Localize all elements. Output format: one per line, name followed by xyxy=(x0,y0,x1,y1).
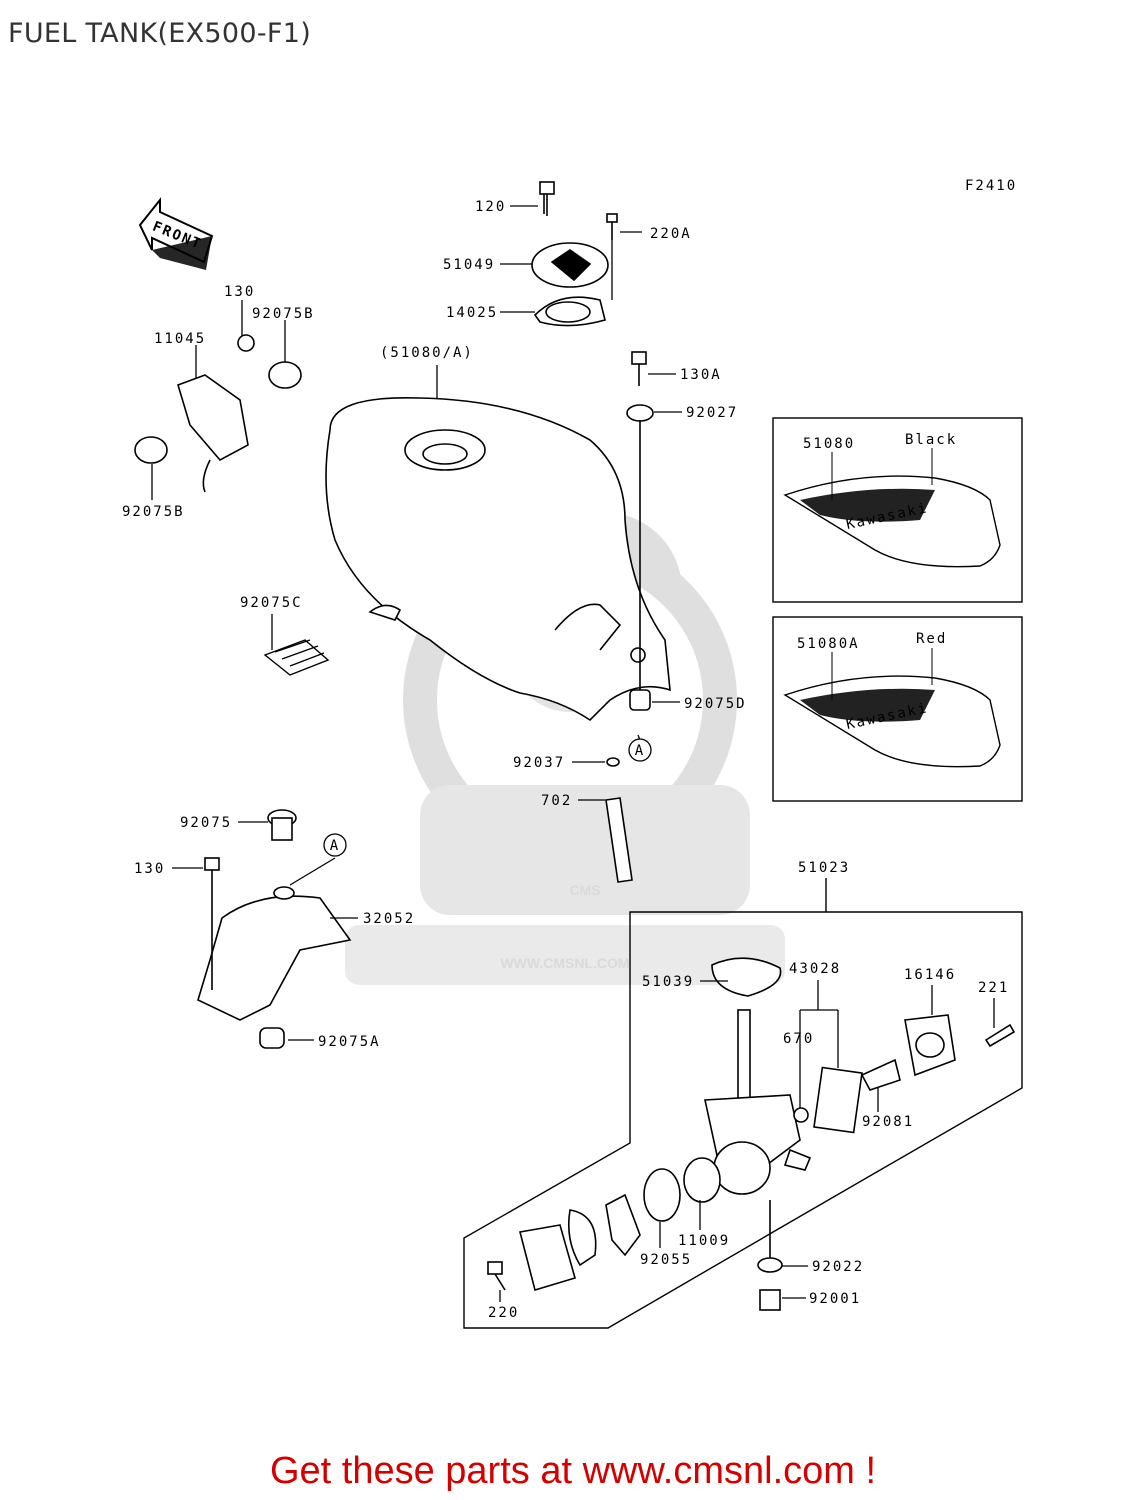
part-label: 670 xyxy=(783,1031,814,1047)
tank-label: (51080/A) xyxy=(380,345,474,361)
inset-black-color: Black xyxy=(905,432,957,448)
part-label: 43028 xyxy=(789,961,841,977)
fuel-petcock xyxy=(487,957,1016,1311)
leader-lines xyxy=(151,205,995,1302)
left-bracket xyxy=(134,334,302,493)
part-label: 92001 xyxy=(809,1291,861,1307)
callout-a-label: A xyxy=(330,838,340,854)
part-label: 130A xyxy=(680,367,722,383)
part-label: 702 xyxy=(541,793,572,809)
part-label: 51039 xyxy=(642,974,694,990)
part-label: 32052 xyxy=(363,911,415,927)
part-label: 130 xyxy=(224,284,255,300)
part-label: 92075B xyxy=(252,306,315,322)
part-label: 92075 xyxy=(180,815,232,831)
page-title: FUEL TANK(EX500-F1) xyxy=(8,18,312,49)
part-label: 130 xyxy=(134,861,165,877)
inset-black-part: 51080 xyxy=(803,436,855,452)
part-label: 11045 xyxy=(154,331,206,347)
part-label: 92037 xyxy=(513,755,565,771)
footer-link[interactable]: Get these parts at www.cmsnl.com ! xyxy=(269,1450,877,1492)
inset-black: Kawasaki 51080 Black xyxy=(772,417,1023,603)
part-label: 92055 xyxy=(640,1252,692,1268)
inset-red: Kawasaki 51080A Red xyxy=(772,616,1023,802)
fuel-tank xyxy=(325,396,671,722)
part-label: 92075B xyxy=(122,504,185,520)
part-label: 220 xyxy=(488,1305,519,1321)
inset-red-color: Red xyxy=(916,631,947,647)
watermark-url: WWW.CMSNL.COM xyxy=(500,955,629,971)
front-arrow-icon: FRONT xyxy=(138,197,214,270)
part-label: 92075C xyxy=(240,595,303,611)
callout-a-tank: A xyxy=(628,738,652,762)
callout-a-bracket: A xyxy=(323,833,347,857)
parts-diagram: CMS WWW.CMSNL.COM F2410 FRONT xyxy=(122,178,1023,1329)
part-label: 92081 xyxy=(862,1114,914,1130)
part-label: 14025 xyxy=(446,305,498,321)
rubber-strip xyxy=(263,639,330,676)
part-label: 92027 xyxy=(686,405,738,421)
watermark-logo: CMS xyxy=(569,882,600,898)
part-label: 11009 xyxy=(678,1233,730,1249)
fuel-cap-assembly xyxy=(531,181,618,327)
petcock-box xyxy=(463,878,1023,1329)
part-label: 220A xyxy=(650,226,692,242)
part-label: 51023 xyxy=(798,860,850,876)
part-label: 221 xyxy=(978,980,1009,996)
center-hardware xyxy=(204,351,654,890)
lower-bracket xyxy=(197,886,352,1049)
part-label: 92075A xyxy=(318,1034,381,1050)
part-label: 92075D xyxy=(684,696,747,712)
inset-red-part: 51080A xyxy=(797,636,860,652)
part-label: 51049 xyxy=(443,257,495,273)
callout-a-label: A xyxy=(635,743,645,759)
part-label: 120 xyxy=(475,199,506,215)
part-label: 92022 xyxy=(812,1259,864,1275)
figure-code: F2410 xyxy=(965,178,1017,194)
part-label: 16146 xyxy=(904,967,956,983)
